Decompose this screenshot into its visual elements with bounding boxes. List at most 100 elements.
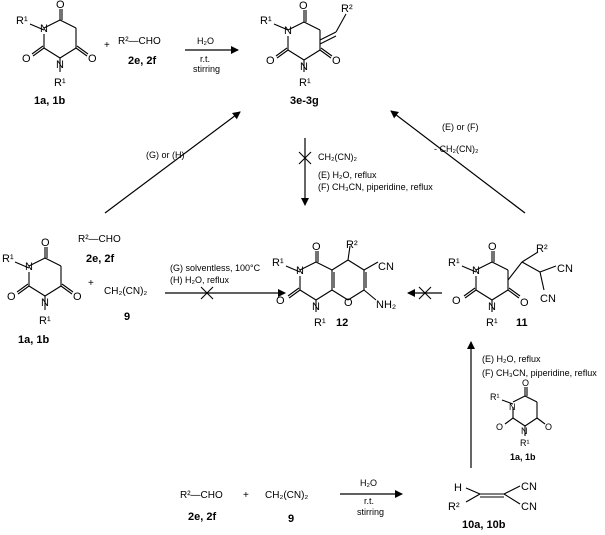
label-product-12: 12 [336, 317, 348, 329]
aldehyde-left-formula: R²—CHO [78, 234, 121, 245]
atom-cn: CN [521, 501, 537, 513]
atom-r1: R¹ [260, 15, 272, 27]
atom-o: O [496, 422, 503, 432]
atom-n: N [300, 61, 308, 73]
atom-r2: R² [346, 239, 358, 251]
label-intermediate-11: 11 [516, 317, 528, 329]
atom-o: O [299, 0, 308, 12]
atom-o: O [88, 53, 97, 65]
atom-r1: R¹ [520, 438, 530, 448]
cond-bottom-1: H₂O [360, 478, 377, 488]
atom-r1: R¹ [486, 317, 498, 329]
cond-top-2: r.t. [200, 54, 210, 64]
atom-cn: CN [557, 263, 573, 275]
barbituric-acid-right-structure [501, 387, 546, 436]
alkene-10-structure [465, 485, 521, 505]
cond-top-3: stirring [193, 64, 220, 74]
atom-r2: R² [341, 3, 353, 15]
aldehyde-bottom-formula: R²—CHO [180, 490, 223, 501]
cond-left-2: (H) H₂O, reflux [170, 275, 229, 285]
atom-n: N [472, 265, 480, 277]
atom-o: O [7, 291, 16, 303]
cond-bottom-2: r.t. [364, 496, 374, 506]
label-malononitrile-left: 9 [124, 311, 130, 323]
atom-nh2: NH₂ [376, 299, 396, 311]
atom-o: O [488, 241, 497, 253]
atom-o: O [22, 53, 31, 65]
cond-diag-left: (G) or (H) [146, 150, 185, 160]
cond-right-1: (E) H₂O, reflux [482, 354, 541, 364]
label-barbituric-right: 1a, 1b [510, 452, 536, 462]
atom-o: O [56, 0, 65, 11]
cond-right-2: (F) CH₃CN, piperidine, reflux [482, 368, 597, 378]
atom-r1: R¹ [314, 317, 326, 329]
barbituric-acid-top-structure [29, 9, 89, 72]
cond-diag-right-1: (E) or (F) [442, 122, 479, 132]
atom-n: N [296, 265, 304, 277]
blocked-mark [200, 286, 214, 300]
barbituric-acid-left-structure [14, 247, 74, 310]
atom-cn: CN [540, 293, 556, 305]
atom-r2: R² [448, 501, 460, 513]
atom-r1: R¹ [39, 315, 51, 327]
label-barbituric-top: 1a, 1b [34, 95, 65, 107]
atom-o: O [520, 297, 529, 309]
atom-o: O [522, 378, 529, 388]
cond-center-1: CH₂(CN)₂ [318, 152, 357, 162]
atom-r1: R¹ [16, 15, 28, 27]
atom-r1: R¹ [448, 257, 460, 269]
plus-sign: + [88, 278, 94, 289]
atom-h: H [454, 482, 462, 494]
atom-n: N [488, 301, 496, 313]
malononitrile-left-formula: CH₂(CN)₂ [104, 286, 147, 297]
atom-r1: R¹ [299, 77, 311, 89]
label-malononitrile-bottom: 9 [288, 513, 294, 525]
atom-o: O [41, 237, 50, 249]
atom-n: N [41, 297, 49, 309]
product-3-structure [273, 10, 347, 72]
atom-o: O [73, 291, 82, 303]
atom-r1: R¹ [490, 392, 500, 402]
atom-n: N [40, 23, 48, 35]
cond-diag-right-2: - CH₂(CN)₂ [434, 144, 479, 154]
blocked-mark [418, 286, 432, 300]
atom-cn: CN [521, 481, 537, 493]
label-product-3: 3e-3g [290, 95, 319, 107]
atom-n: N [521, 426, 528, 436]
cond-center-3: (F) CH₃CN, piperidine, reflux [318, 182, 433, 192]
atom-r1: R¹ [2, 253, 14, 265]
cond-bottom-3: stirring [357, 507, 384, 517]
blocked-mark [298, 151, 312, 165]
atom-o: O [312, 241, 321, 253]
label-aldehyde-left: 2e, 2f [86, 253, 114, 265]
arrow-diagonal-right [390, 110, 526, 214]
arrow-diagonal-left [104, 111, 241, 214]
atom-n: N [284, 25, 292, 37]
atom-r2: R² [536, 243, 548, 255]
malononitrile-bottom-formula: CH₂(CN)₂ [265, 490, 308, 501]
atom-n: N [509, 402, 516, 412]
atom-o: O [545, 422, 552, 432]
intermediate-11-structure [461, 251, 557, 312]
label-aldehyde-bottom: 2e, 2f [188, 511, 216, 523]
atom-r1: R¹ [272, 257, 284, 269]
product-12-structure [285, 245, 379, 312]
plus-sign: + [104, 40, 110, 51]
atom-n: N [312, 301, 320, 313]
atom-r1: R¹ [54, 77, 66, 89]
atom-cn: CN [378, 261, 394, 273]
atom-o: O [276, 295, 285, 307]
atom-o: O [266, 55, 275, 67]
atom-o: O [344, 297, 353, 309]
atom-o: O [452, 295, 461, 307]
aldehyde-top-formula: R²—CHO [118, 36, 161, 47]
atom-n: N [56, 59, 64, 71]
atom-n: N [25, 261, 33, 273]
plus-sign: + [243, 490, 249, 501]
label-aldehyde-top: 2e, 2f [128, 55, 156, 67]
label-alkene-10: 10a, 10b [462, 519, 506, 531]
label-barbituric-left: 1a, 1b [18, 334, 49, 346]
cond-left-1: (G) solventless, 100°C [170, 263, 261, 273]
cond-top-1: H₂O [197, 36, 214, 46]
